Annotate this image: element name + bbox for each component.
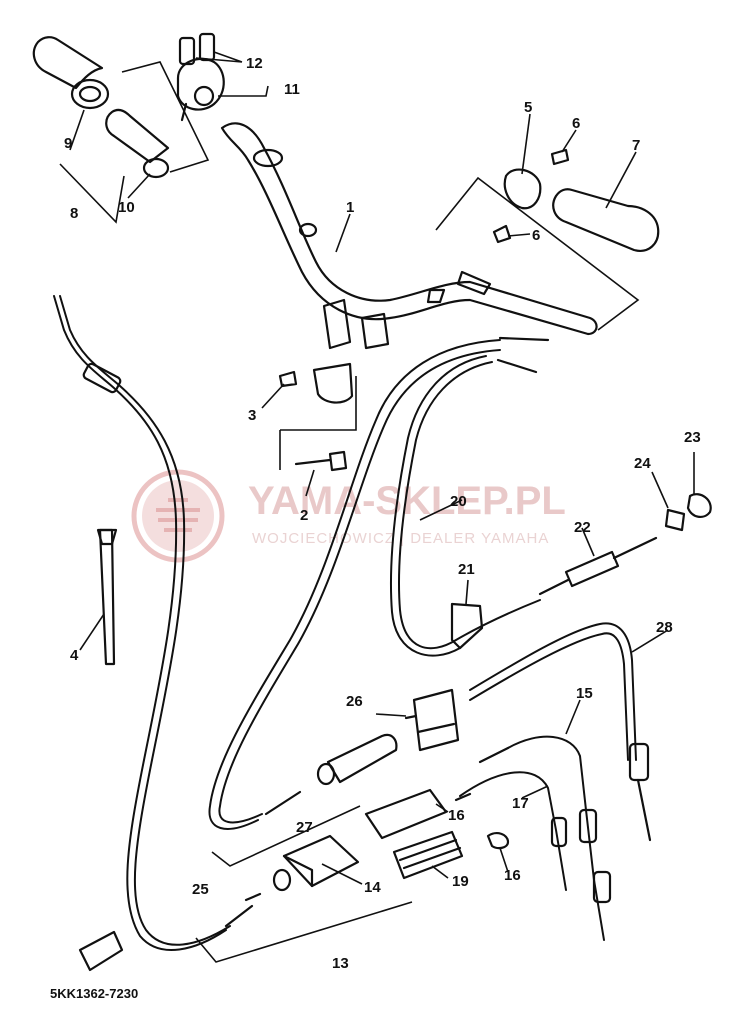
choke-cable [469,622,652,842]
callout-label: 23 [684,429,701,446]
leader-lines [69,51,669,885]
callout-label: 28 [656,619,673,636]
callout-label: 13 [332,955,349,972]
brake-cables [454,735,612,941]
watermark: YAMA-SKLEP.PL WOJCIECHOWICZ | DEALER YAM… [131,469,566,563]
callout-label: 17 [512,795,529,812]
callout-labels: 1 2 3 4 5 6 6 7 8 9 10 11 12 13 14 15 16… [64,55,701,972]
callout-label: 24 [634,455,651,472]
callout-label: 1 [346,199,354,216]
right-grip-assembly [435,148,660,331]
callout-label: 2 [300,507,308,524]
callout-label: 3 [248,407,256,424]
callout-label: 6 [532,227,540,244]
handlebar-holder [278,298,390,472]
callout-label: 12 [246,55,263,72]
callout-label: 9 [64,135,72,152]
cable-junction [316,688,460,786]
cable-tie [96,528,118,666]
cable-adjuster [538,452,712,596]
yamaha-logo-icon [131,469,225,563]
callout-label: 27 [296,819,313,836]
callout-label: 7 [632,137,640,154]
callout-label: 19 [452,873,469,890]
callout-label: 21 [458,561,475,578]
callout-label: 11 [284,81,300,98]
left-grip-assembly [32,36,210,179]
callout-label: 26 [346,693,363,710]
grommet-clip [78,930,124,972]
cable-boots [272,788,510,892]
callout-label: 16 [504,867,521,884]
callout-label: 10 [118,199,135,216]
callout-label: 8 [70,205,78,222]
handlebar [220,122,598,336]
throttle-housing [176,32,225,122]
callout-label: 4 [70,647,79,664]
clutch-cable [53,295,262,951]
cable-bracket [450,579,484,650]
diagram-code: 5KK1362-7230 [50,986,138,1001]
callout-label: 6 [572,115,580,132]
group-brackets [59,163,413,963]
callout-label: 5 [524,99,532,116]
callout-label: 22 [574,519,591,536]
throttle-cable [208,336,550,830]
callout-label: 16 [448,807,465,824]
callout-label: 25 [192,881,209,898]
callout-label: 20 [450,493,467,510]
callout-label: 15 [576,685,593,702]
callout-label: 14 [364,879,381,896]
